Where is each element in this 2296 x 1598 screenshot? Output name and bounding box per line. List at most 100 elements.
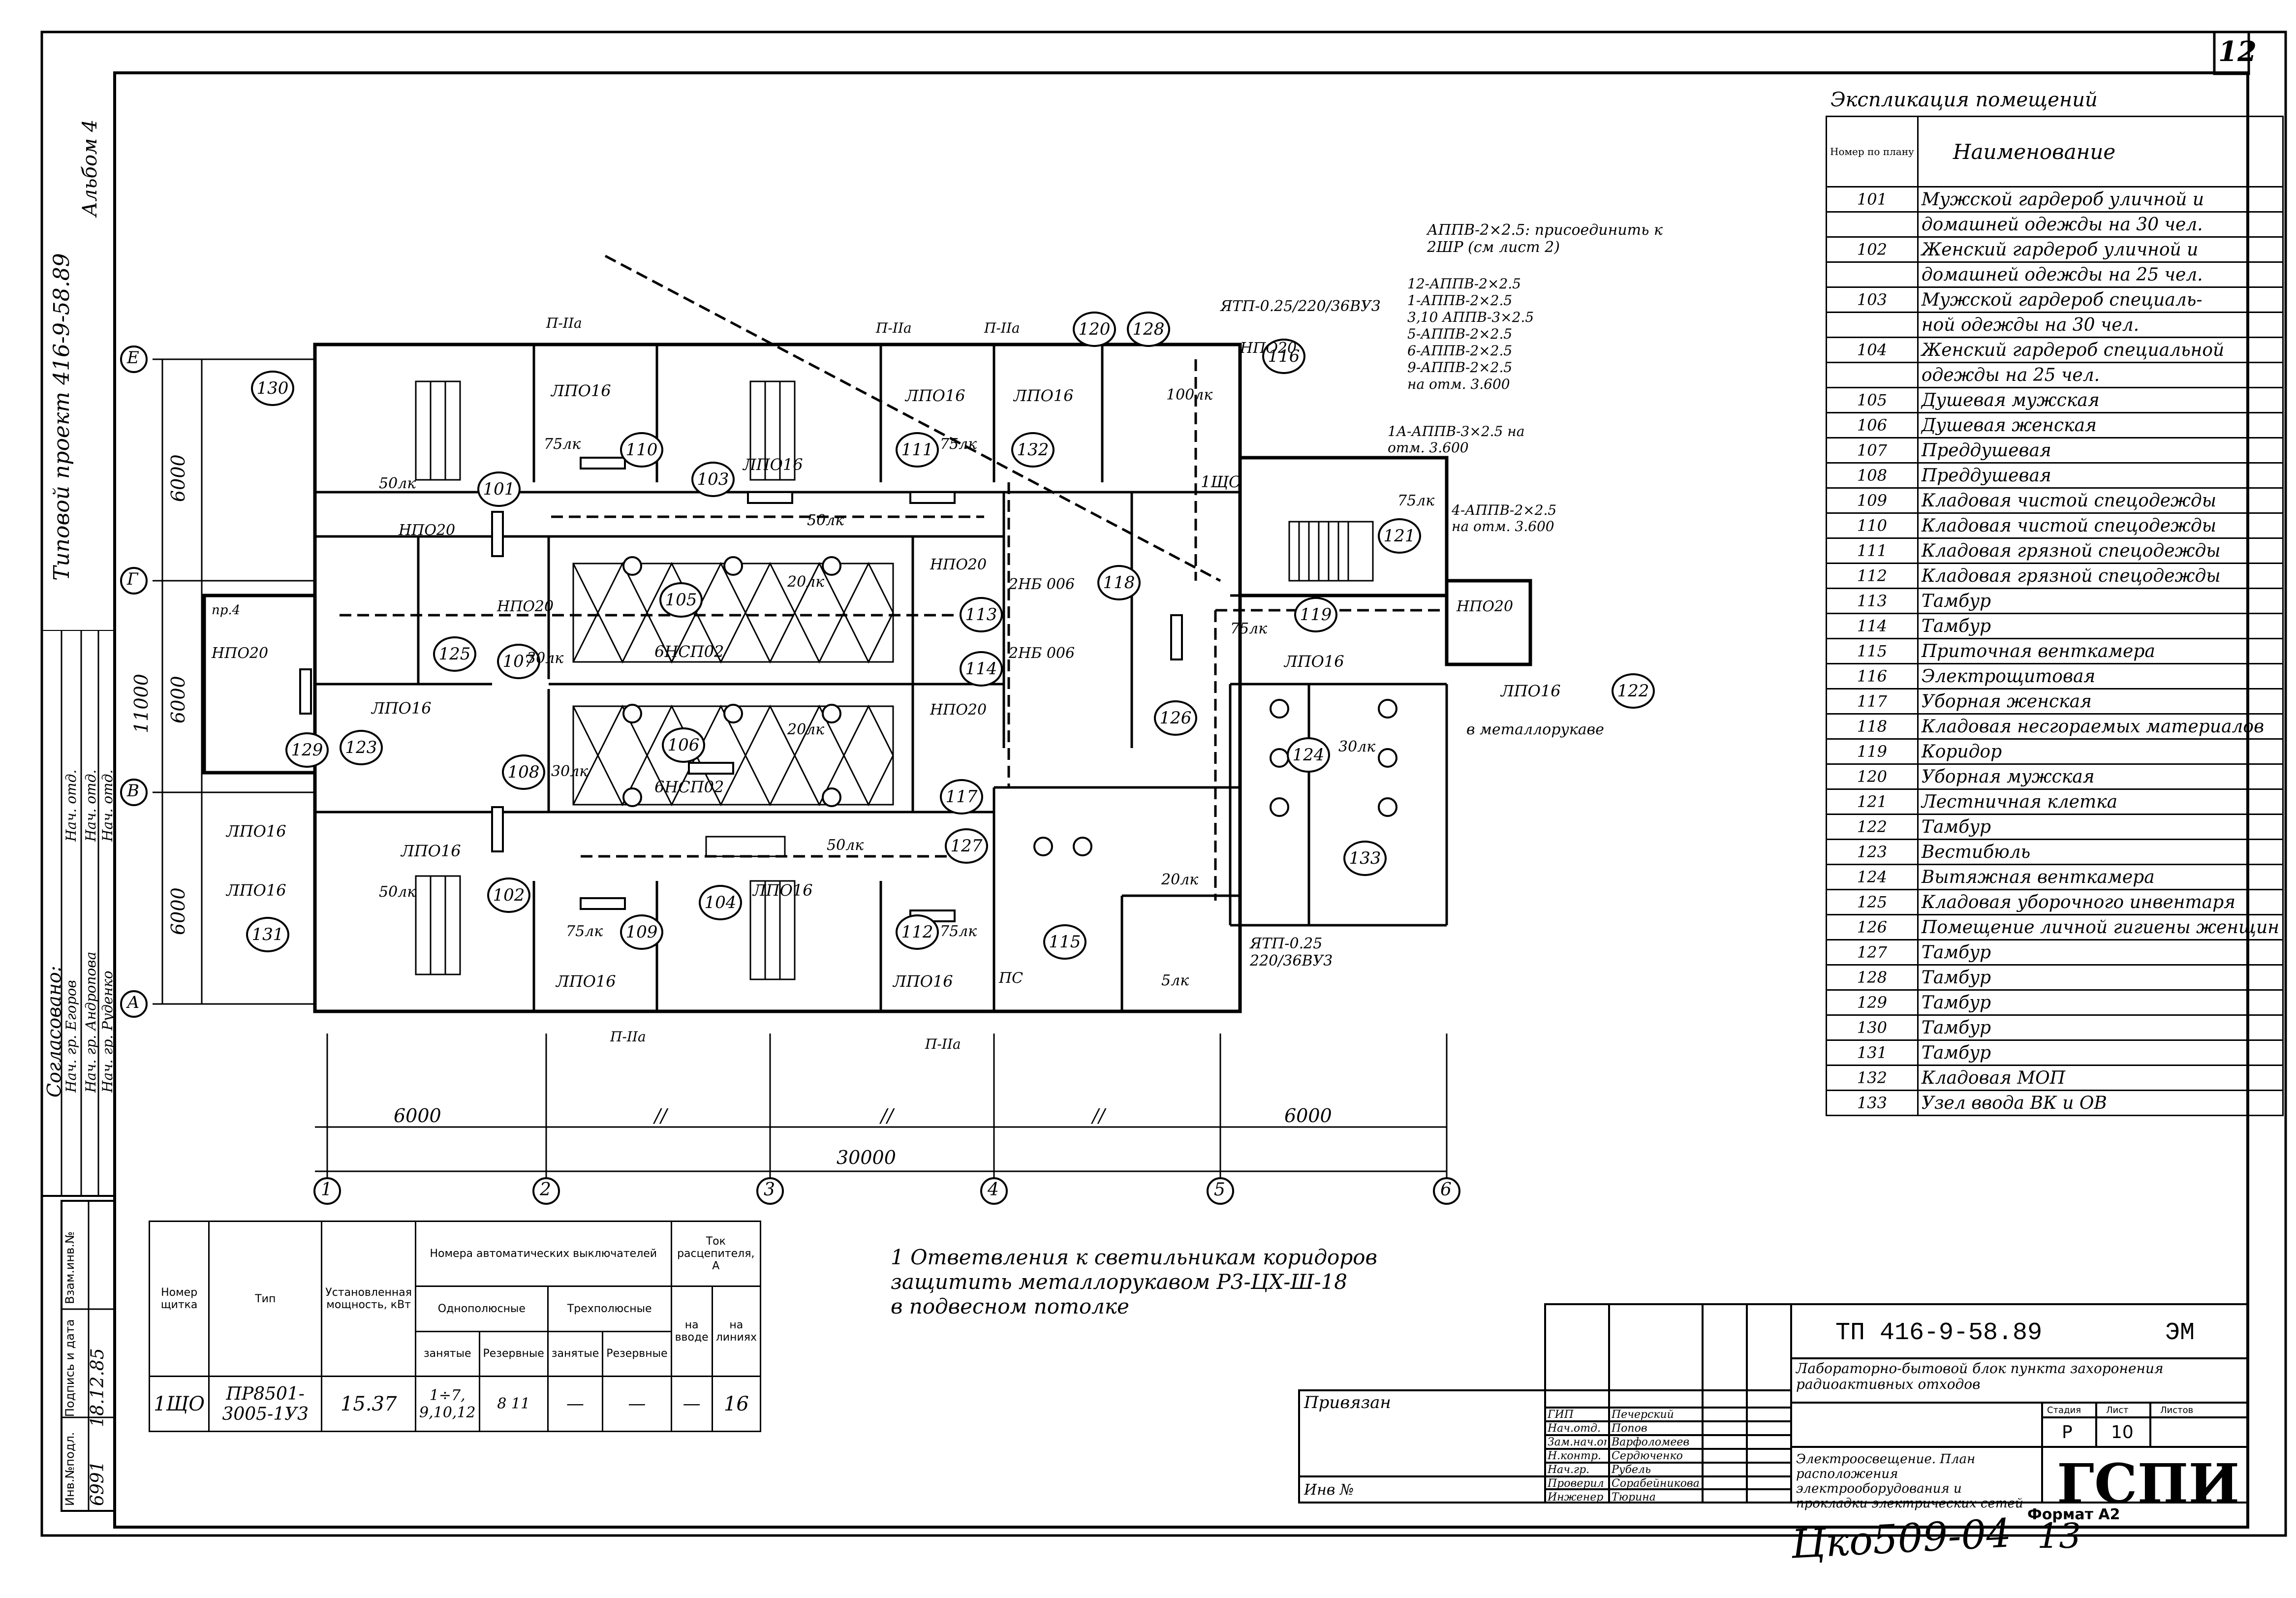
tb-role: Н.контр.: [1548, 1450, 1601, 1462]
room-bubble: 119: [1294, 597, 1337, 632]
tb-person: Тюрина: [1612, 1491, 1656, 1504]
lux-label: 20лк: [1161, 871, 1199, 888]
axis-col-2: 2: [540, 1180, 551, 1200]
tb-person: Рубель: [1612, 1464, 1651, 1476]
explication-row-name: Тамбур: [1917, 1039, 2284, 1066]
panel-h-busy-3: занятые: [547, 1330, 604, 1378]
lamp-b-label: НПО20: [497, 598, 554, 615]
explication-row-name: Кладовая чистой спецодежды: [1917, 487, 2284, 514]
lux-label: 75лк: [566, 923, 603, 940]
tb-stage-h: Стадия: [2047, 1405, 2081, 1415]
explication-row-name: Приточная венткамера: [1917, 638, 2284, 664]
explication-row-num: [1826, 261, 1919, 288]
room-bubble: 101: [477, 471, 521, 507]
explication-row-name: Кладовая чистой спецодежды: [1917, 512, 2284, 539]
tb-person: Сорабейникова: [1612, 1477, 1700, 1490]
explication-row-num: 106: [1826, 412, 1919, 439]
explication-row-num: 131: [1826, 1039, 1919, 1066]
panel-h-breakers: Номера автоматических выключателей: [415, 1220, 672, 1287]
explication-row-num: [1826, 312, 1919, 338]
tb-person: Сердюченко: [1612, 1450, 1683, 1462]
room-bubble: 118: [1097, 565, 1141, 600]
room-bubble: 131: [246, 917, 289, 952]
room-bubble: 121: [1378, 518, 1421, 554]
explication-row-num: [1826, 362, 1919, 388]
bottom-number: 13: [2037, 1516, 2081, 1556]
ytp-label-2: ЯТП-0.25 220/36ВУ3: [1250, 935, 1333, 970]
panel-label: 1ЩО: [1201, 472, 1242, 491]
room-bubble: 126: [1154, 700, 1197, 736]
p2a-label-2: П-IIа: [925, 1036, 961, 1052]
explication-row-name: Тамбур: [1917, 964, 2284, 991]
explication-row-num: 129: [1826, 989, 1919, 1016]
explication-row-num: 108: [1826, 462, 1919, 489]
explication-row-name: домашней одежды на 30 чел.: [1917, 211, 2284, 238]
lamp-d-label: 6НСП02: [654, 778, 724, 796]
tb-role: Инженер: [1548, 1491, 1604, 1504]
explication-row-name: Лестничная клетка: [1917, 788, 2284, 815]
tb-sheet-h: Лист: [2106, 1405, 2129, 1415]
axis-col-5: 5: [1214, 1180, 1225, 1200]
explication-row-name: домашней одежды на 25 чел.: [1917, 261, 2284, 288]
lux-label: 50лк: [379, 475, 416, 492]
room-bubble: 108: [502, 754, 545, 790]
explication-row-num: 121: [1826, 788, 1919, 815]
explication-row-num: 130: [1826, 1014, 1919, 1041]
room-bubble: 116: [1262, 339, 1305, 374]
explication-row: домашней одежды на 30 чел.: [1826, 211, 2284, 238]
room-bubble: 113: [960, 597, 1003, 632]
room-bubble: 125: [433, 636, 476, 672]
explication-row-name: Душевая женская: [1917, 412, 2284, 439]
p2a-label-1: П-IIа: [610, 1029, 646, 1045]
axis-col-4: 4: [988, 1180, 999, 1200]
lamp-b-label: НПО20: [930, 556, 987, 573]
pr-label: пр.4: [212, 603, 241, 618]
cable-4: 4-АППВ-2×2.5 на отм. 3.600: [1452, 502, 1557, 534]
lux-label: 20лк: [787, 573, 825, 591]
room-bubble: 111: [896, 432, 939, 468]
tb-sheet-title: Электроосвещение. План расположения элек…: [1796, 1452, 2023, 1511]
room-bubble: 132: [1011, 432, 1055, 468]
lamp-label: ЛПО16: [226, 881, 286, 900]
tb-inv: Инв №: [1304, 1481, 1354, 1499]
lamp-label: ЛПО16: [753, 881, 813, 900]
tb-person: Варфоломеев: [1612, 1436, 1690, 1448]
explication-row-num: 102: [1826, 236, 1919, 263]
explication-row-num: 122: [1826, 814, 1919, 840]
ytp-label-1: ЯТП-0.25/220/36ВУ3: [1220, 298, 1381, 315]
axis-col-3: 3: [764, 1180, 775, 1200]
explication-row-name: Тамбур: [1917, 939, 2284, 966]
room-bubble: 120: [1073, 312, 1116, 347]
explication-row-num: 127: [1826, 939, 1919, 966]
room-bubble: 130: [251, 371, 294, 406]
panel-h-power: Установленная мощность, кВт: [321, 1220, 416, 1378]
lamp-d-label: 6НСП02: [654, 642, 724, 661]
lamp-b-label: НПО20: [212, 645, 269, 662]
room-bubble: 129: [285, 732, 329, 768]
panel-table: Номер щитка Тип Установленная мощность, …: [148, 1220, 762, 1432]
panel-h-reserve: Резервные: [478, 1330, 549, 1378]
explication-row-num: 133: [1826, 1090, 1919, 1116]
p2a-label-4: П-IIа: [876, 320, 912, 336]
lamp-label: ЛПО16: [1014, 386, 1074, 405]
lux-label: 5лк: [1161, 972, 1189, 989]
explication-row-num: 119: [1826, 738, 1919, 765]
explication-row-name: Кладовая грязной спецодежды: [1917, 563, 2284, 589]
